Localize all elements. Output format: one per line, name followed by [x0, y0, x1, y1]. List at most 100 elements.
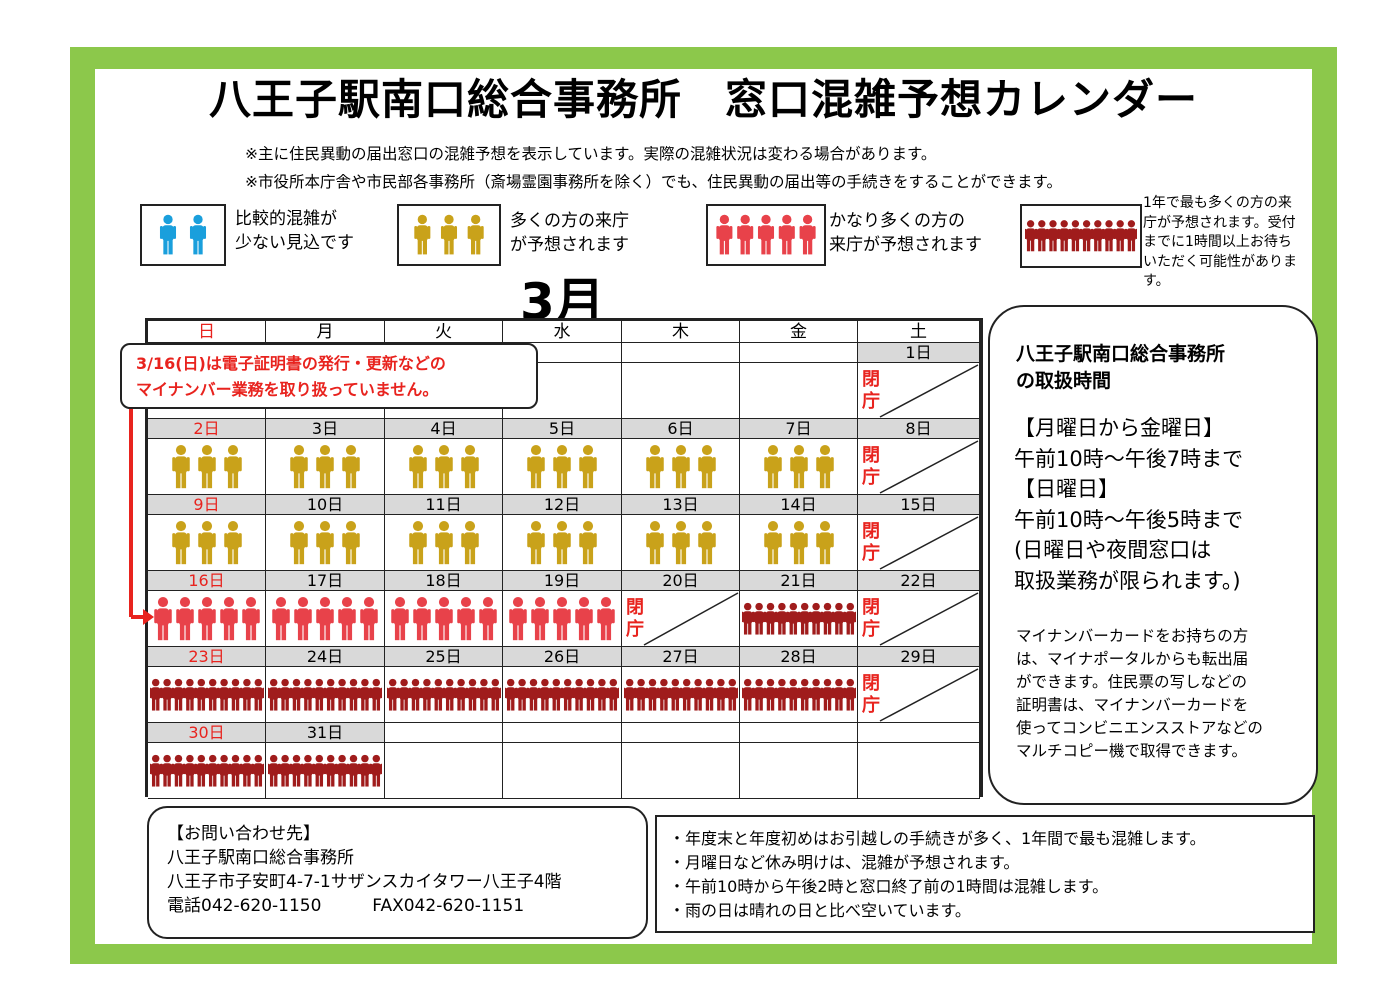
date-number: 22日 [858, 571, 980, 591]
date-number: 16日 [148, 571, 266, 591]
people-gold-icon [763, 444, 834, 488]
tip-item: ・年度末と年度初めはお引越しの手続きが多く、1年間で最も混雑します。 [669, 829, 1206, 848]
date-number: 21日 [740, 571, 858, 591]
hours-heading-2: の取扱時間 [1016, 370, 1112, 392]
calendar-day-cell: 閉庁 [858, 515, 980, 571]
people-darkred-icon [623, 678, 738, 711]
callout-line-1: 3/16(日)は電子証明書の発行・更新などの [136, 354, 446, 373]
mynumber-line: マイナンバーカードをお持ちの方 [1016, 627, 1249, 645]
calendar-day-cell [148, 515, 266, 571]
people-darkred-icon [1025, 220, 1137, 252]
sunday-time: 午前10時～午後5時まで [1014, 507, 1244, 532]
calendar-day-cell [622, 667, 740, 723]
people-gold-icon [645, 444, 716, 488]
date-number: 14日 [740, 495, 858, 515]
mynumber-line: 証明書は、マイナンバーカードを [1016, 696, 1249, 714]
date-number [740, 343, 858, 363]
mynumber-line: ができます。住民票の写しなどの [1016, 673, 1247, 691]
closed-slash [879, 668, 979, 722]
calendar-day-cell [740, 515, 858, 571]
mynumber-notice-callout: 3/16(日)は電子証明書の発行・更新などの マイナンバー業務を取り扱っていませ… [120, 343, 538, 409]
calendar-day-cell [622, 439, 740, 495]
calendar-day-cell [385, 667, 503, 723]
calendar-day-cell [385, 515, 503, 571]
calendar-day-cell [503, 591, 622, 647]
contact-box: 【お問い合わせ先】 八王子駅南口総合事務所 八王子市子安町4-7-1サザンスカイ… [147, 806, 648, 939]
date-number: 28日 [740, 647, 858, 667]
legend-red-box [706, 204, 826, 266]
calendar-day-cell [148, 591, 266, 647]
date-number: 30日 [148, 723, 266, 743]
calendar-day-cell: 閉庁 [858, 591, 980, 647]
people-gold-icon [171, 520, 242, 564]
people-gold-icon [527, 444, 597, 488]
calendar-day-cell: 閉庁 [858, 667, 980, 723]
calendar-day-cell: 閉庁 [858, 363, 980, 419]
contact-label: 【お問い合わせ先】 [167, 824, 320, 844]
people-gold-icon [645, 520, 716, 564]
date-number: 9日 [148, 495, 266, 515]
closed-slash [879, 516, 979, 570]
date-number [858, 723, 980, 743]
mynumber-line: 使ってコンビニエンスストアなどの [1016, 719, 1263, 737]
people-darkred-icon [741, 678, 856, 711]
calendar-day-cell: 閉庁 [858, 439, 980, 495]
closed-label: 閉庁 [862, 597, 880, 640]
people-gold-icon [408, 444, 479, 488]
calendar-day-cell [148, 439, 266, 495]
people-gold-icon [290, 444, 360, 488]
people-gold-icon [290, 520, 360, 564]
legend-blue-box [140, 204, 226, 266]
people-darkred-icon [149, 754, 264, 787]
tip-item: ・雨の日は晴れの日と比べ空いています。 [669, 901, 971, 920]
calendar-day-cell [266, 667, 385, 723]
people-darkred-icon [741, 602, 856, 635]
date-number: 7日 [740, 419, 858, 439]
date-number: 11日 [385, 495, 503, 515]
date-number [503, 723, 622, 743]
calendar-day-cell [148, 667, 266, 723]
date-number: 23日 [148, 647, 266, 667]
legend-darkred-text: 1年で最も多くの方の来庁が予想されます。受付までに1時間以上お待ちいただく可能性… [1143, 195, 1297, 289]
weekday-header: 木 [622, 321, 740, 343]
people-darkred-icon [505, 678, 619, 711]
people-gold-icon [408, 520, 479, 564]
calendar-day-cell [503, 743, 622, 799]
limit-note-1: (日曜日や夜間窓口は [1014, 538, 1212, 562]
people-darkred-icon [149, 678, 264, 711]
calendar-day-cell [503, 515, 622, 571]
calendar-day-cell: 閉庁 [622, 591, 740, 647]
calendar-day-cell [385, 591, 503, 647]
calendar-day-cell [385, 743, 503, 799]
date-number: 27日 [622, 647, 740, 667]
callout-line-2: マイナンバー業務を取り扱っていません。 [136, 380, 439, 399]
people-darkred-icon [386, 678, 501, 711]
calendar-day-cell [266, 439, 385, 495]
calendar-day-cell [622, 743, 740, 799]
date-number: 2日 [148, 419, 266, 439]
closed-slash [643, 592, 739, 646]
closed-label: 閉庁 [862, 445, 880, 488]
office-hours-panel: 八王子駅南口総合事務所 の取扱時間 【月曜日から金曜日】 午前10時～午後7時ま… [988, 305, 1318, 805]
calendar-day-cell [622, 515, 740, 571]
contact-phone: 電話042-620-1150 [167, 896, 322, 916]
calendar-day-cell [622, 363, 740, 419]
people-red-icon [390, 596, 497, 640]
people-darkred-icon [268, 678, 382, 711]
calendar-day-cell [740, 743, 858, 799]
date-number: 4日 [385, 419, 503, 439]
people-gold-icon [414, 214, 484, 255]
people-red-icon [509, 596, 615, 640]
sunday-label: 【日曜日】 [1014, 477, 1119, 501]
weekday-label: 【月曜日から金曜日】 [1014, 416, 1224, 440]
date-number [622, 343, 740, 363]
tip-item: ・月曜日など休み明けは、混雑が予想されます。 [669, 853, 1020, 872]
legend-gold-box [397, 204, 501, 266]
closed-label: 閉庁 [862, 521, 880, 564]
calendar-day-cell [740, 439, 858, 495]
calendar-day-cell [503, 439, 622, 495]
limit-note-2: 取扱業務が限られます。) [1014, 568, 1241, 593]
date-number: 24日 [266, 647, 385, 667]
date-number [740, 723, 858, 743]
date-number: 20日 [622, 571, 740, 591]
